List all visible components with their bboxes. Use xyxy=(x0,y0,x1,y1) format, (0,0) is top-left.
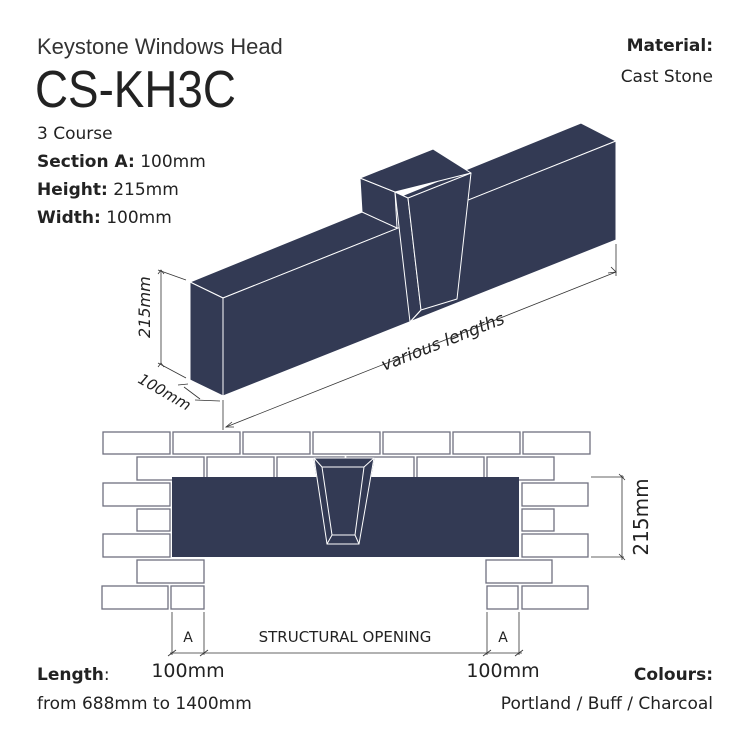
product-title: Keystone Windows Head xyxy=(37,34,283,59)
product-code: CS-KH3C xyxy=(35,61,236,119)
brick xyxy=(521,533,589,558)
brick xyxy=(382,431,451,455)
brick xyxy=(522,431,591,455)
course-count: 3 Course xyxy=(37,124,113,144)
material-label: Material: xyxy=(626,36,713,56)
brickwork xyxy=(101,431,591,610)
brick xyxy=(521,482,589,507)
brick xyxy=(312,431,381,455)
elevation-dimensions xyxy=(167,473,626,657)
brick xyxy=(416,456,485,481)
bearing-label-left: A xyxy=(183,630,193,646)
brick xyxy=(486,456,555,481)
brick xyxy=(170,585,205,610)
height-label: Height: xyxy=(37,180,108,200)
section-spec: Section A: 100mm xyxy=(37,152,206,172)
width-value: 100mm xyxy=(106,208,172,228)
brick xyxy=(486,585,519,610)
length-label-colon: : xyxy=(103,665,110,685)
brick xyxy=(485,559,553,584)
brick xyxy=(102,482,171,507)
height-spec: Height: 215mm xyxy=(37,180,179,200)
brick xyxy=(521,585,589,610)
height-value: 215mm xyxy=(113,180,179,200)
brick xyxy=(206,456,275,481)
brick xyxy=(136,559,205,584)
width-spec: Width: 100mm xyxy=(37,208,172,228)
brick xyxy=(242,431,311,455)
length-label-text: Length xyxy=(37,665,104,685)
iso-height-dimension: 215mm xyxy=(135,276,154,338)
brick xyxy=(101,585,169,610)
width-label: Width: xyxy=(37,208,101,228)
brick xyxy=(452,431,521,455)
material-value: Cast Stone xyxy=(620,67,713,87)
brick xyxy=(172,431,241,455)
brick xyxy=(102,431,171,455)
structural-opening-label: STRUCTURAL OPENING xyxy=(259,628,432,646)
iso-dimensions xyxy=(157,244,617,430)
keystone-elevation xyxy=(313,457,375,545)
brick xyxy=(136,508,171,532)
brick xyxy=(102,533,171,558)
brick xyxy=(136,456,205,481)
length-value: from 688mm to 1400mm xyxy=(37,694,252,714)
keystone-front-face xyxy=(407,172,472,311)
lintel-end-face xyxy=(189,281,224,397)
brick xyxy=(521,508,555,532)
section-label: Section A: xyxy=(37,152,135,172)
elevation-height-dimension: 215mm xyxy=(629,478,653,555)
section-value: 100mm xyxy=(140,152,206,172)
bearing-label-right: A xyxy=(498,630,508,646)
colours-value: Portland / Buff / Charcoal xyxy=(500,694,713,714)
iso-view xyxy=(189,122,617,397)
right-bearing-dimension: 100mm xyxy=(466,660,539,682)
left-bearing-dimension: 100mm xyxy=(151,660,224,682)
iso-depth-dimension: 100mm xyxy=(135,370,194,415)
colours-label: Colours: xyxy=(633,665,713,685)
length-label: Length: xyxy=(37,665,110,685)
